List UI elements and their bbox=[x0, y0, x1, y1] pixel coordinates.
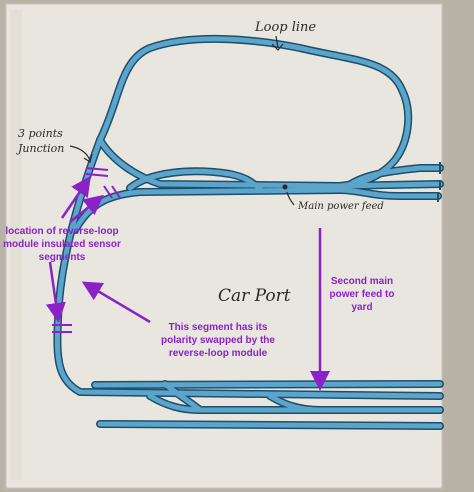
sensor-mark-1a bbox=[85, 167, 109, 171]
siding-track bbox=[127, 168, 263, 191]
sensor-arrow-3 bbox=[45, 261, 66, 323]
main-power-feed-dot bbox=[282, 184, 288, 190]
loop-line-pointer bbox=[275, 35, 279, 49]
yard-bottom-track bbox=[97, 421, 443, 429]
yard-crossover-track bbox=[267, 393, 323, 413]
car-port-label: Car Port bbox=[218, 286, 291, 306]
second-feed-note-line3: yard bbox=[351, 302, 372, 313]
polarity-note-line2: polarity swapped by the bbox=[161, 335, 275, 346]
polarity-arrow bbox=[81, 281, 151, 324]
board-side-shadow bbox=[10, 10, 22, 480]
loop-line-label: Loop line bbox=[254, 20, 316, 35]
sensor-mark-2a bbox=[103, 185, 113, 199]
junction-pointer bbox=[69, 145, 91, 161]
sensor-mark-1b bbox=[85, 173, 109, 177]
main-power-feed-label: Main power feed bbox=[297, 201, 384, 212]
junction-pointer-head bbox=[83, 153, 93, 163]
sensor-arrow-1 bbox=[60, 175, 91, 219]
junction-label-line2: Junction bbox=[16, 142, 64, 155]
upper-main-track bbox=[97, 137, 443, 189]
second-feed-note-line2: power feed to bbox=[329, 289, 394, 300]
yard-crossover2-track bbox=[162, 381, 203, 413]
power-feed-pointer bbox=[286, 191, 295, 206]
second-feed-note-line1: Second main bbox=[331, 276, 393, 287]
sensor-note-line3: segments bbox=[39, 252, 86, 263]
sensor-note-line2: module insulated sensor bbox=[3, 239, 121, 250]
sensor-mark-2b bbox=[111, 185, 121, 199]
sensor-note-line1: location of reverse-loop bbox=[5, 226, 118, 237]
sensor-arrow-2 bbox=[69, 194, 104, 223]
yard-top-track bbox=[92, 381, 443, 388]
right-spur-track bbox=[342, 165, 443, 191]
loop-line-pointer-head bbox=[271, 43, 284, 51]
polarity-note-line1: This segment has its bbox=[169, 322, 268, 333]
junction-label-line1: 3 points bbox=[18, 127, 63, 140]
polarity-note-line3: reverse-loop module bbox=[169, 348, 268, 359]
loop-line-track bbox=[97, 36, 411, 189]
